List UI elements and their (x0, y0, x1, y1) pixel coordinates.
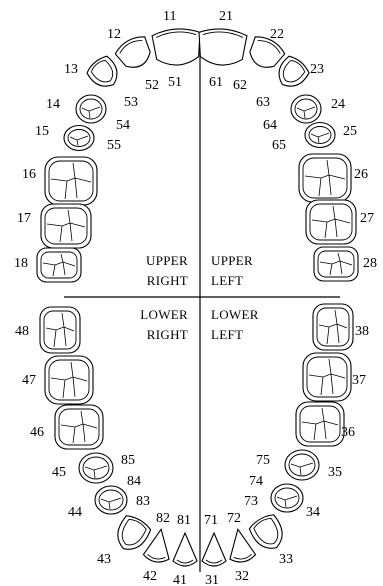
tooth-number-13: 13 (64, 62, 78, 77)
quadrant-lower-right-line1: LOWER (140, 307, 188, 322)
tooth-number-18: 18 (14, 256, 28, 271)
tooth-number-23: 23 (310, 62, 324, 77)
tooth-number-44: 44 (68, 505, 82, 520)
quadrant-lower-left-line2: LEFT (211, 327, 243, 342)
tooth-44 (95, 486, 127, 514)
tooth-number-27: 27 (360, 211, 374, 226)
quadrant-upper-right-line1: UPPER (146, 253, 188, 268)
tooth-number-55: 55 (107, 138, 121, 153)
tooth-16 (45, 157, 97, 205)
tooth-11 (152, 27, 202, 66)
tooth-number-52: 52 (145, 78, 159, 93)
tooth-number-21: 21 (219, 9, 233, 24)
tooth-number-33: 33 (279, 552, 293, 567)
quadrant-upper-left-line2: LEFT (211, 273, 243, 288)
tooth-24 (291, 95, 321, 123)
tooth-number-12: 12 (107, 27, 121, 42)
tooth-number-82: 82 (156, 511, 170, 526)
tooth-number-28: 28 (363, 256, 377, 271)
tooth-number-74: 74 (249, 474, 263, 489)
tooth-25 (305, 123, 335, 148)
tooth-45 (79, 453, 113, 483)
quadrant-upper-right-line2: RIGHT (147, 273, 188, 288)
tooth-37 (303, 353, 351, 401)
quadrant-lower-right-line2: RIGHT (147, 327, 188, 342)
tooth-number-43: 43 (97, 552, 111, 567)
tooth-number-72: 72 (227, 511, 241, 526)
tooth-number-45: 45 (52, 465, 66, 480)
tooth-number-11: 11 (163, 9, 176, 24)
tooth-number-34: 34 (306, 505, 320, 520)
tooth-48 (40, 307, 80, 353)
tooth-number-61: 61 (209, 75, 223, 90)
tooth-31 (202, 533, 226, 566)
tooth-number-16: 16 (22, 167, 36, 182)
tooth-33 (247, 512, 289, 555)
tooth-number-65: 65 (272, 138, 286, 153)
tooth-34 (271, 484, 303, 512)
tooth-number-54: 54 (116, 118, 130, 133)
tooth-number-41: 41 (173, 573, 187, 586)
tooth-number-32: 32 (235, 569, 249, 584)
tooth-number-37: 37 (352, 373, 366, 388)
tooth-number-36: 36 (341, 425, 355, 440)
tooth-number-73: 73 (244, 494, 258, 509)
tooth-number-83: 83 (136, 494, 150, 509)
tooth-number-62: 62 (233, 78, 247, 93)
quadrant-upper-left-line1: UPPER (211, 253, 253, 268)
tooth-47 (45, 356, 93, 404)
tooth-number-81: 81 (177, 513, 191, 528)
tooth-18 (37, 248, 81, 282)
tooth-number-35: 35 (328, 465, 342, 480)
tooth-number-48: 48 (15, 324, 29, 339)
tooth-14 (76, 95, 106, 123)
tooth-number-64: 64 (263, 118, 277, 133)
tooth-number-47: 47 (22, 373, 36, 388)
tooth-number-84: 84 (127, 474, 141, 489)
tooth-26 (299, 154, 351, 202)
tooth-27 (306, 200, 356, 244)
tooth-number-42: 42 (143, 569, 157, 584)
tooth-number-14: 14 (46, 97, 60, 112)
tooth-21 (197, 27, 247, 66)
tooth-number-24: 24 (331, 97, 345, 112)
tooth-number-53: 53 (124, 95, 138, 110)
tooth-15 (64, 126, 94, 151)
tooth-number-25: 25 (343, 124, 357, 139)
tooth-number-15: 15 (35, 124, 49, 139)
tooth-46 (55, 405, 103, 449)
quadrant-lower-left-line1: LOWER (211, 307, 259, 322)
tooth-number-17: 17 (17, 211, 31, 226)
tooth-13 (84, 53, 124, 93)
tooth-number-22: 22 (270, 27, 284, 42)
tooth-28 (314, 247, 358, 281)
tooth-number-51: 51 (168, 75, 182, 90)
tooth-number-71: 71 (204, 513, 218, 528)
tooth-number-85: 85 (121, 453, 135, 468)
tooth-number-46: 46 (30, 425, 44, 440)
tooth-number-75: 75 (256, 453, 270, 468)
tooth-38 (313, 304, 353, 350)
tooth-number-63: 63 (256, 95, 270, 110)
tooth-35 (285, 450, 319, 480)
tooth-41 (173, 533, 197, 566)
tooth-36 (296, 402, 344, 446)
tooth-number-38: 38 (355, 324, 369, 339)
tooth-number-26: 26 (354, 167, 368, 182)
tooth-17 (41, 204, 91, 248)
tooth-number-31: 31 (205, 573, 219, 586)
